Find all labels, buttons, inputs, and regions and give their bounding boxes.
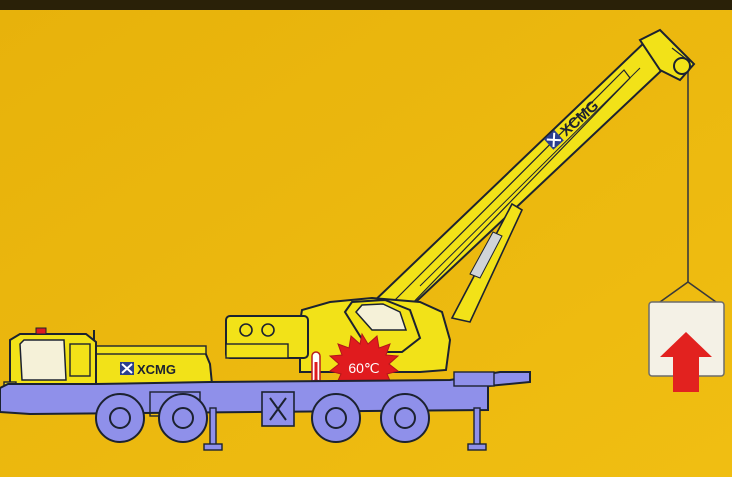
wheel bbox=[159, 394, 207, 442]
carrier-brand-text: XCMG bbox=[137, 362, 176, 377]
wheel bbox=[312, 394, 360, 442]
carrier-logo: XCMG bbox=[120, 362, 176, 377]
top-border bbox=[0, 0, 732, 10]
temperature-label: 60℃ bbox=[348, 360, 379, 376]
counterweight bbox=[226, 316, 308, 358]
wheel bbox=[96, 394, 144, 442]
wheel bbox=[381, 394, 429, 442]
